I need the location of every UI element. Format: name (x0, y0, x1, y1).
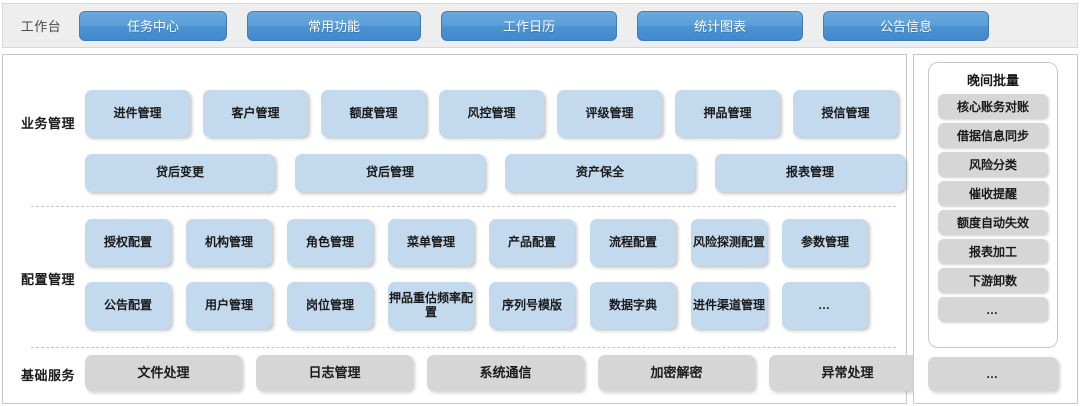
module-risk-detection-config[interactable]: 风险探测配置 (691, 219, 767, 266)
module-report-management[interactable]: 报表管理 (715, 154, 905, 192)
module-announcement-config[interactable]: 公告配置 (85, 282, 171, 329)
basic-row-1: 文件处理 日志管理 系统通信 加密解密 异常处理 (85, 355, 926, 391)
tab-task-center[interactable]: 任务中心 (79, 10, 227, 41)
batch-item-risk-classification[interactable]: 风险分类 (938, 152, 1048, 177)
batch-item-report-processing[interactable]: 报表加工 (938, 239, 1048, 264)
business-row-2: 贷后变更 贷后管理 资产保全 报表管理 (85, 154, 905, 192)
batch-item-auto-limit-expiry[interactable]: 额度自动失效 (938, 210, 1048, 235)
module-encryption-decryption[interactable]: 加密解密 (598, 355, 755, 391)
module-post-loan-change[interactable]: 贷后变更 (85, 154, 275, 192)
module-config-more[interactable]: … (782, 282, 868, 329)
tab-common-functions[interactable]: 常用功能 (247, 10, 421, 41)
module-position-management[interactable]: 岗位管理 (287, 282, 373, 329)
module-post-loan-management[interactable]: 贷后管理 (295, 154, 485, 192)
batch-panel: 晚间批量 核心账务对账 借据信息同步 风险分类 催收提醒 额度自动失效 报表加工… (928, 62, 1058, 348)
batch-extra-more[interactable]: … (928, 357, 1058, 391)
modules-frame: 业务管理 进件管理 客户管理 额度管理 风控管理 评级管理 押品管理 授信管理 … (2, 54, 926, 404)
module-exception-handling[interactable]: 异常处理 (769, 355, 926, 391)
top-tab-bar: 工作台 任务中心 常用功能 工作日历 统计图表 公告信息 (2, 3, 1078, 48)
module-serial-number-template[interactable]: 序列号模版 (489, 282, 575, 329)
module-data-dictionary[interactable]: 数据字典 (590, 282, 676, 329)
section-config-label: 配置管理 (20, 272, 75, 287)
module-customer-management[interactable]: 客户管理 (203, 90, 308, 137)
section-business-label: 业务管理 (20, 116, 75, 131)
module-organization-management[interactable]: 机构管理 (186, 219, 272, 266)
module-parameter-management[interactable]: 参数管理 (782, 219, 868, 266)
batch-item-downstream-data-unload[interactable]: 下游卸数 (938, 268, 1048, 293)
batch-item-more[interactable]: … (938, 297, 1048, 322)
section-basic-label: 基础服务 (20, 368, 75, 383)
module-role-management[interactable]: 角色管理 (287, 219, 373, 266)
tab-work-calendar[interactable]: 工作日历 (441, 10, 617, 41)
business-row-1: 进件管理 客户管理 额度管理 风控管理 评级管理 押品管理 授信管理 (85, 90, 898, 137)
module-credit-limit-management[interactable]: 额度管理 (321, 90, 426, 137)
module-collateral-management[interactable]: 押品管理 (675, 90, 780, 137)
section-business: 业务管理 进件管理 客户管理 额度管理 风控管理 评级管理 押品管理 授信管理 … (3, 55, 906, 207)
module-user-management[interactable]: 用户管理 (186, 282, 272, 329)
module-file-processing[interactable]: 文件处理 (85, 355, 242, 391)
config-row-2: 公告配置 用户管理 岗位管理 押品重估频率配置 序列号模版 数据字典 进件渠道管… (85, 282, 868, 329)
workbench-label: 工作台 (20, 19, 62, 34)
divider-business-config (31, 206, 896, 207)
config-row-1: 授权配置 机构管理 角色管理 菜单管理 产品配置 流程配置 风险探测配置 参数管… (85, 219, 868, 266)
batch-item-loan-receipt-sync[interactable]: 借据信息同步 (938, 123, 1048, 148)
section-config: 配置管理 授权配置 机构管理 角色管理 菜单管理 产品配置 流程配置 风险探测配… (3, 207, 906, 348)
tab-statistics-charts[interactable]: 统计图表 (637, 10, 803, 41)
module-asset-preservation[interactable]: 资产保全 (505, 154, 695, 192)
module-product-config[interactable]: 产品配置 (489, 219, 575, 266)
module-credit-granting-management[interactable]: 授信管理 (793, 90, 898, 137)
batch-item-collection-reminder[interactable]: 催收提醒 (938, 181, 1048, 206)
module-authorization-config[interactable]: 授权配置 (85, 219, 171, 266)
module-collateral-revaluation-frequency-config[interactable]: 押品重估频率配置 (388, 282, 474, 329)
batch-panel-title: 晚间批量 (966, 73, 1019, 88)
module-menu-management[interactable]: 菜单管理 (388, 219, 474, 266)
module-log-management[interactable]: 日志管理 (256, 355, 413, 391)
tab-announcements[interactable]: 公告信息 (823, 10, 989, 41)
module-rating-management[interactable]: 评级管理 (557, 90, 662, 137)
module-incoming-channel-management[interactable]: 进件渠道管理 (691, 282, 767, 329)
batch-item-core-accounting-reconciliation[interactable]: 核心账务对账 (938, 94, 1048, 119)
module-process-config[interactable]: 流程配置 (590, 219, 676, 266)
module-incoming-management[interactable]: 进件管理 (85, 90, 190, 137)
module-system-communication[interactable]: 系统通信 (427, 355, 584, 391)
divider-config-basic (31, 347, 896, 348)
module-risk-control-management[interactable]: 风控管理 (439, 90, 544, 137)
section-basic: 基础服务 文件处理 日志管理 系统通信 加密解密 异常处理 (3, 347, 926, 403)
